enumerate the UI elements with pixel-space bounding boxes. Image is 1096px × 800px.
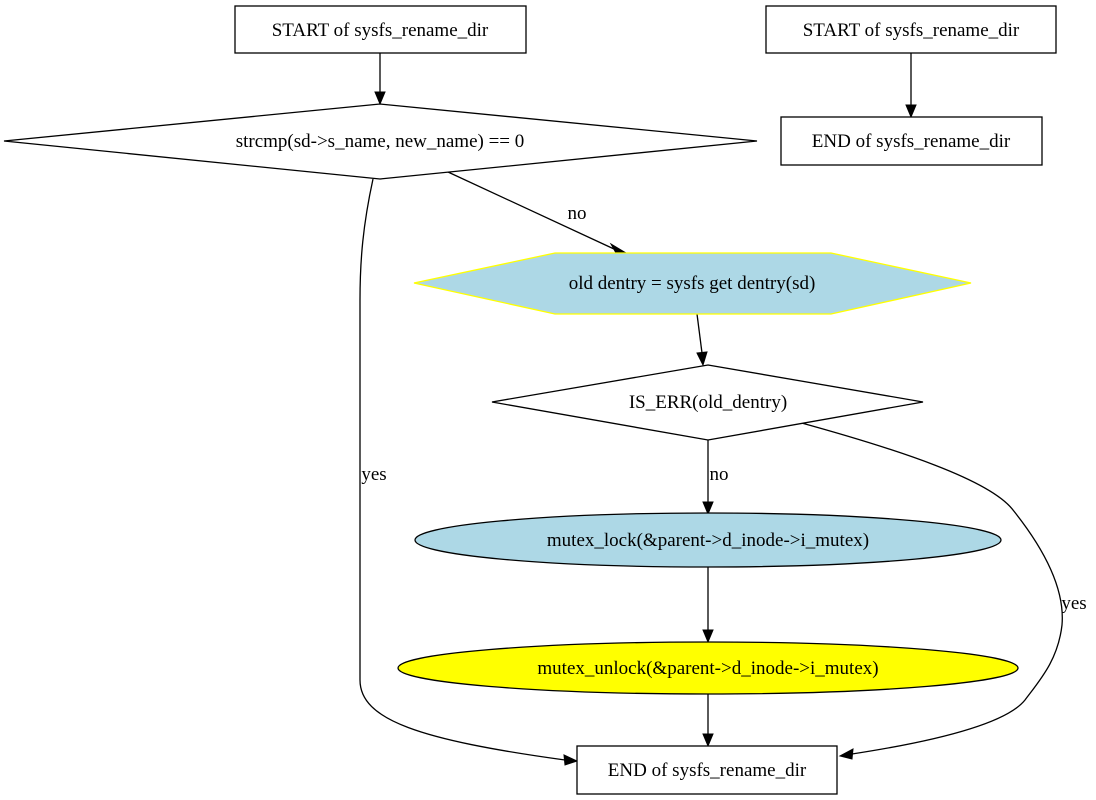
edge-strcmp-to-old-dentry: no xyxy=(447,171,628,254)
node-end-main: END of sysfs_rename_dir xyxy=(576,745,838,795)
edge-label-no-1: no xyxy=(568,203,587,224)
edge-label-no-2: no xyxy=(710,464,729,485)
edge-label-yes-2: yes xyxy=(1061,593,1086,614)
node-start-main: START of sysfs_rename_dir xyxy=(234,5,527,54)
node-condition-is-err-label: IS_ERR(old_dentry) xyxy=(629,392,787,413)
node-mutex-lock: mutex_lock(&parent->d_inode->i_mutex) xyxy=(414,512,1002,568)
edge-is-err-to-end-yes: yes xyxy=(797,421,1087,760)
node-condition-strcmp-label: strcmp(sd->s_name, new_name) == 0 xyxy=(236,131,525,152)
node-mutex-lock-label: mutex_lock(&parent->d_inode->i_mutex) xyxy=(547,530,869,551)
edge-start-to-strcmp xyxy=(374,53,386,106)
edge-mutex-lock-to-unlock xyxy=(702,567,714,644)
edge-second-start-to-end xyxy=(905,53,917,119)
edge-old-dentry-to-is-err xyxy=(696,313,708,367)
node-end-second-label: END of sysfs_rename_dir xyxy=(812,131,1011,152)
node-start-second: START of sysfs_rename_dir xyxy=(765,5,1057,54)
edge-label-yes-1: yes xyxy=(361,464,386,485)
node-end-second: END of sysfs_rename_dir xyxy=(780,116,1043,166)
node-start-second-label: START of sysfs_rename_dir xyxy=(803,20,1020,41)
node-mutex-unlock: mutex_unlock(&parent->d_inode->i_mutex) xyxy=(397,641,1019,695)
node-condition-is-err: IS_ERR(old_dentry) xyxy=(491,364,924,441)
node-condition-strcmp: strcmp(sd->s_name, new_name) == 0 xyxy=(3,103,758,180)
edge-mutex-unlock-to-end xyxy=(702,694,714,748)
node-end-main-label: END of sysfs_rename_dir xyxy=(608,760,807,781)
edge-is-err-to-mutex-lock: no xyxy=(702,440,729,516)
node-start-main-label: START of sysfs_rename_dir xyxy=(272,20,489,41)
node-mutex-unlock-label: mutex_unlock(&parent->d_inode->i_mutex) xyxy=(537,658,878,679)
node-old-dentry-label: old dentry = sysfs get dentry(sd) xyxy=(569,273,816,294)
node-old-dentry: old dentry = sysfs get dentry(sd) xyxy=(413,252,972,315)
edge-strcmp-to-end-yes: yes xyxy=(359,178,579,766)
